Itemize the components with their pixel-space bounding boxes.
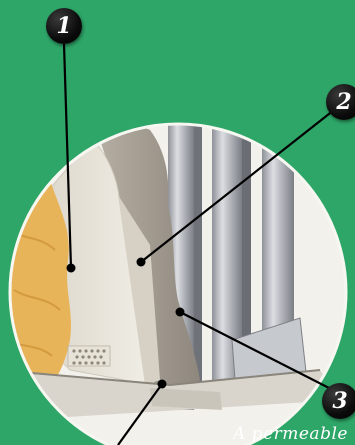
callout-3-marker: 3	[322, 383, 355, 419]
callout-2-marker: 2	[326, 84, 355, 120]
caption-text: A permeable	[233, 424, 355, 445]
callout-1-marker: 1	[46, 8, 82, 44]
circular-inset	[0, 100, 355, 445]
